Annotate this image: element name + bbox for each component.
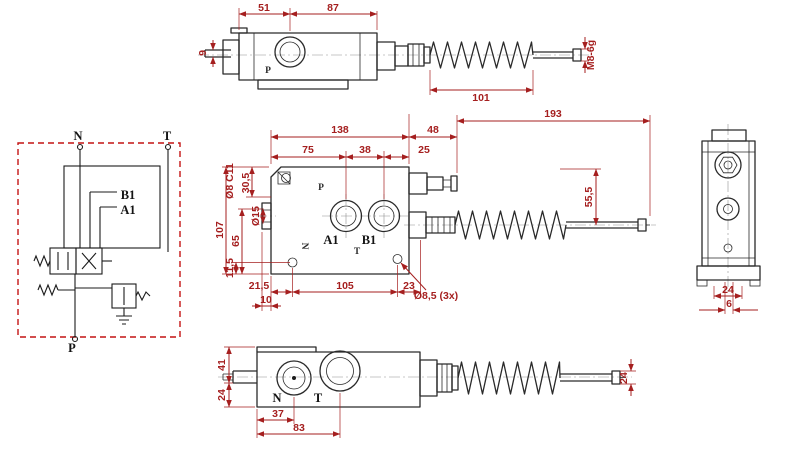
dim-30-5: 30,5 xyxy=(240,173,252,194)
port-circle-b1 xyxy=(367,199,401,233)
dim-10: 10 xyxy=(260,294,272,306)
dim-107: 107 xyxy=(214,221,226,239)
dim-75: 75 xyxy=(302,144,314,156)
main-view-centerlines xyxy=(256,194,656,238)
top-view-port-p-circle xyxy=(274,36,306,68)
dim-105: 105 xyxy=(336,280,354,292)
schematic-label-n: N xyxy=(73,129,82,143)
dim-55-5: 55,5 xyxy=(583,187,595,208)
main-view-dimensions xyxy=(222,114,651,311)
port-label-p-main: P xyxy=(318,183,324,193)
port-label-n-main: N xyxy=(299,243,309,250)
side-view-dimensions xyxy=(699,282,758,314)
bottom-view-spring xyxy=(457,361,561,395)
dim-41: 41 xyxy=(216,359,228,371)
bottom-view: 41 24 24 37 83 N T xyxy=(216,346,636,438)
hydraulic-schematic: N T B1 A1 P xyxy=(17,129,181,355)
main-view-spring xyxy=(454,210,567,240)
dim-24-bottom-left: 24 xyxy=(216,389,228,401)
port-circle-t xyxy=(319,350,361,392)
top-view: 51 87 9 101 M8-6g P xyxy=(197,2,597,104)
top-view-spring xyxy=(429,41,534,69)
top-view-valve-body xyxy=(238,32,378,81)
port-label-b1: B1 xyxy=(362,233,377,247)
dia-15-callout: Ø15 xyxy=(250,206,262,226)
dim-193: 193 xyxy=(544,108,562,120)
dim-48: 48 xyxy=(427,124,439,136)
port-label-a1: A1 xyxy=(323,233,338,247)
dim-25: 25 xyxy=(418,144,430,156)
schematic-valve-spring xyxy=(33,254,51,268)
port-label-p-top: P xyxy=(265,66,271,76)
dim-6-side: 6 xyxy=(726,298,732,310)
top-view-dimensions xyxy=(210,8,589,95)
dim-23: 23 xyxy=(403,280,415,292)
dim-11-5: 11,5 xyxy=(224,258,236,278)
port-label-t-bottom: T xyxy=(314,391,323,405)
dim-51: 51 xyxy=(258,2,270,14)
main-valve-body xyxy=(270,166,410,275)
pilot-spring xyxy=(37,283,59,297)
dim-138: 138 xyxy=(331,124,349,136)
schematic-label-p: P xyxy=(68,341,76,355)
bottom-view-dimensions xyxy=(224,346,636,438)
main-view: 138 48 193 75 38 25 107 65 30,5 Ø8 C11 Ø… xyxy=(214,108,656,311)
dim-65: 65 xyxy=(230,235,242,247)
schematic-label-b1: B1 xyxy=(121,188,136,202)
schematic-symbols xyxy=(33,143,172,343)
holes-callout: Ø8,5 (3x) xyxy=(414,290,458,302)
dim-37: 37 xyxy=(272,408,284,420)
dim-24-side: 24 xyxy=(722,284,734,296)
dim-9: 9 xyxy=(197,50,209,56)
directional-valve-box-left xyxy=(49,247,77,275)
schematic-label-a1: A1 xyxy=(120,203,135,217)
dim-87: 87 xyxy=(327,2,339,14)
thread-callout-m8: M8-6g xyxy=(585,40,597,70)
dim-83: 83 xyxy=(293,422,305,434)
port-circle-a1 xyxy=(329,199,363,233)
side-view: 24 6 xyxy=(696,124,761,314)
port-label-n-bottom: N xyxy=(272,391,281,405)
main-view-outline xyxy=(261,166,650,275)
dim-38: 38 xyxy=(359,144,371,156)
bore-callout: Ø8 C11 xyxy=(224,163,236,199)
holes-leader-line xyxy=(400,262,427,291)
bottom-view-outline xyxy=(222,346,626,408)
port-label-t-main: T xyxy=(354,247,361,257)
top-view-outline xyxy=(204,27,582,90)
side-valve-body xyxy=(701,140,756,267)
schematic-dashed-frame xyxy=(17,142,181,338)
dim-101: 101 xyxy=(472,92,490,104)
dim-21-5: 21,5 xyxy=(249,280,270,292)
tank-symbol xyxy=(116,308,132,325)
side-view-outline xyxy=(696,129,761,287)
schematic-label-t: T xyxy=(163,129,172,143)
mounting-hole-3 xyxy=(281,173,291,183)
dim-24-bottom-right: 24 xyxy=(618,372,630,384)
side-flange xyxy=(696,265,761,281)
relief-valve-spring xyxy=(135,290,151,302)
mounting-hole-2 xyxy=(392,254,403,264)
port-circle-n xyxy=(276,360,312,396)
hex-plug xyxy=(718,156,738,174)
